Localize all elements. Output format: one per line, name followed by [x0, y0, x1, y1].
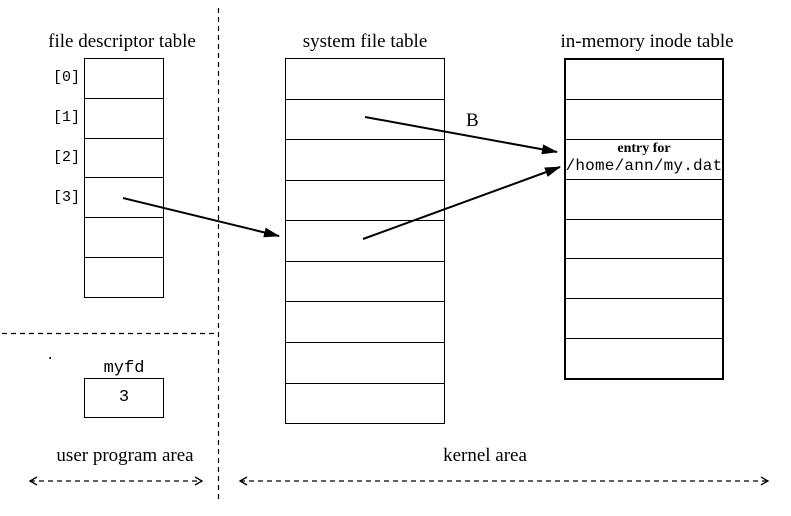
table-row	[286, 100, 444, 141]
kernel-area-label: kernel area	[443, 445, 527, 466]
table-row	[566, 220, 722, 260]
table-row	[286, 140, 444, 181]
table-row	[286, 181, 444, 222]
fd-table-title: file descriptor table	[48, 31, 196, 52]
table-row	[85, 258, 163, 297]
table-row	[85, 139, 163, 179]
table-row	[286, 384, 444, 424]
table-row	[566, 140, 722, 180]
table-row	[286, 343, 444, 384]
table-row	[566, 339, 722, 378]
table-row	[85, 178, 163, 219]
inode-table-title: in-memory inode table	[560, 31, 734, 52]
table-row	[566, 299, 722, 340]
table-row	[286, 59, 444, 100]
in-memory-inode-table	[564, 58, 724, 380]
myfd-variable-label: myfd	[103, 359, 145, 378]
fd-row-label-1: [1]	[52, 109, 80, 126]
inode-entry-path: /home/ann/my.dat	[565, 157, 723, 175]
fd-row-label-3: [3]	[52, 189, 80, 206]
table-row	[286, 262, 444, 303]
system-file-table	[285, 58, 445, 424]
table-row	[85, 99, 163, 139]
table-row	[566, 100, 722, 140]
arrow-label-b: B	[466, 110, 479, 131]
inode-entry-cell: entry for /home/ann/my.dat	[565, 139, 723, 177]
myfd-value-box: 3	[84, 378, 164, 418]
table-row	[566, 60, 722, 100]
stray-dot: .	[46, 348, 55, 364]
file-descriptor-table	[84, 58, 164, 298]
fd-row-label-2: [2]	[52, 149, 80, 166]
inode-entry-caption: entry for	[617, 141, 671, 156]
table-row	[566, 180, 722, 220]
fd-row-label-0: [0]	[52, 69, 80, 86]
user-program-area-label: user program area	[56, 445, 194, 466]
table-row	[286, 221, 444, 262]
system-file-table-title: system file table	[302, 31, 428, 52]
table-row	[85, 59, 163, 99]
table-row	[566, 259, 722, 300]
table-row	[286, 302, 444, 343]
table-row	[85, 218, 163, 259]
